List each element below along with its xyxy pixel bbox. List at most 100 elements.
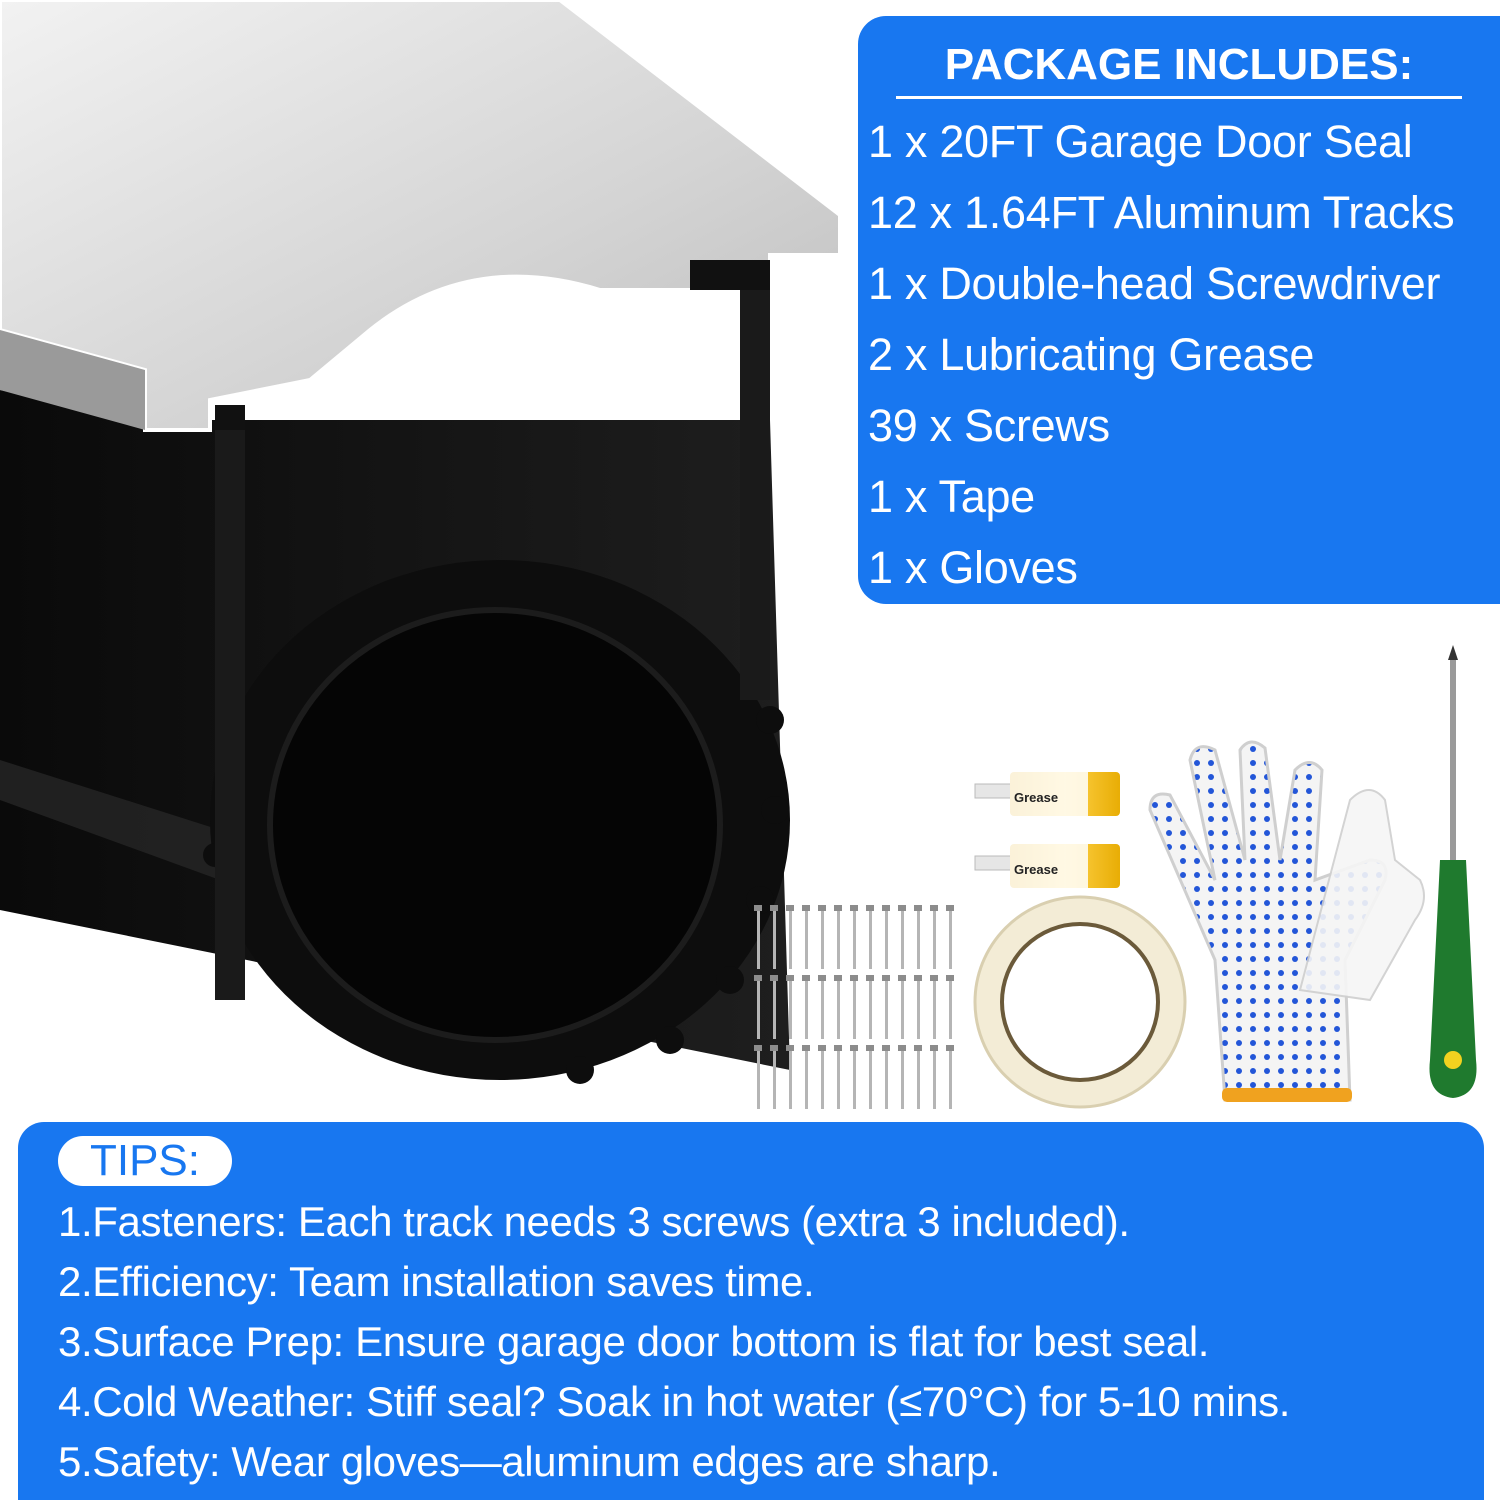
screw-head bbox=[914, 905, 922, 911]
grease-label-bottom: Grease bbox=[1014, 862, 1058, 877]
screw-shaft bbox=[789, 1051, 792, 1109]
gloves bbox=[1148, 740, 1425, 1102]
seal-rubber-body bbox=[0, 390, 790, 1084]
screw-shaft bbox=[853, 981, 856, 1039]
package-item: 1 x 20FT Garage Door Seal bbox=[868, 116, 1413, 167]
package-list: 1 x 20FT Garage Door Seal 12 x 1.64FT Al… bbox=[868, 106, 1455, 603]
screw-head bbox=[930, 1045, 938, 1051]
screw-shaft bbox=[869, 911, 872, 969]
screw-shaft bbox=[805, 911, 808, 969]
package-item: 12 x 1.64FT Aluminum Tracks bbox=[868, 187, 1455, 238]
screw-head bbox=[914, 975, 922, 981]
screw-head bbox=[946, 1045, 954, 1051]
screw-head bbox=[914, 1045, 922, 1051]
screw-head bbox=[770, 905, 778, 911]
screw-head bbox=[898, 975, 906, 981]
package-title: PACKAGE INCLUDES: bbox=[944, 40, 1414, 89]
screw-head bbox=[786, 1045, 794, 1051]
screw-shaft bbox=[917, 1051, 920, 1109]
grease-tube-bottom: Grease bbox=[974, 844, 1120, 888]
screw-shaft bbox=[869, 1051, 872, 1109]
screw-head bbox=[818, 975, 826, 981]
screw-head bbox=[850, 975, 858, 981]
aluminum-track bbox=[0, 0, 842, 1000]
screw-shaft bbox=[917, 981, 920, 1039]
package-item: 1 x Gloves bbox=[868, 542, 1078, 593]
screw-head bbox=[834, 975, 842, 981]
package-item: 1 x Double-head Screwdriver bbox=[868, 258, 1441, 309]
screw-head bbox=[866, 905, 874, 911]
screw-shaft bbox=[805, 981, 808, 1039]
screw-shaft bbox=[901, 1051, 904, 1109]
screw-head bbox=[898, 905, 906, 911]
tips-panel: TIPS: 1.Fasteners: Each track needs 3 sc… bbox=[18, 1122, 1484, 1500]
screw-shaft bbox=[853, 1051, 856, 1109]
screw-shaft bbox=[885, 911, 888, 969]
screw-head bbox=[754, 905, 762, 911]
screw-head bbox=[754, 975, 762, 981]
screw-head bbox=[802, 1045, 810, 1051]
screw-head bbox=[850, 1045, 858, 1051]
screw-head bbox=[834, 1045, 842, 1051]
screw-head bbox=[770, 1045, 778, 1051]
screw-shaft bbox=[837, 911, 840, 969]
package-includes-panel: PACKAGE INCLUDES: 1 x 20FT Garage Door S… bbox=[858, 16, 1500, 604]
tip-item: 3.Surface Prep: Ensure garage door botto… bbox=[58, 1318, 1210, 1365]
screw-head bbox=[882, 1045, 890, 1051]
screw-shaft bbox=[917, 911, 920, 969]
tips-list: 1.Fasteners: Each track needs 3 screws (… bbox=[58, 1192, 1290, 1492]
screw-head bbox=[882, 975, 890, 981]
tip-item: 2.Efficiency: Team installation saves ti… bbox=[58, 1258, 815, 1305]
screw-shaft bbox=[933, 911, 936, 969]
screw-head bbox=[834, 905, 842, 911]
screw-shaft bbox=[933, 981, 936, 1039]
screw-shaft bbox=[885, 1051, 888, 1109]
screw-shaft bbox=[757, 981, 760, 1039]
screw-shaft bbox=[949, 1051, 952, 1109]
title-underline bbox=[896, 96, 1462, 99]
screw-head bbox=[802, 975, 810, 981]
package-item: 2 x Lubricating Grease bbox=[868, 329, 1315, 380]
screw-head bbox=[802, 905, 810, 911]
screw-head bbox=[930, 905, 938, 911]
screw-shaft bbox=[901, 911, 904, 969]
screw-head bbox=[882, 905, 890, 911]
screw-shaft bbox=[837, 981, 840, 1039]
tip-item: 1.Fasteners: Each track needs 3 screws (… bbox=[58, 1198, 1130, 1245]
grease-tube-top: Grease bbox=[974, 772, 1120, 816]
screw-shaft bbox=[773, 911, 776, 969]
screw-head bbox=[850, 905, 858, 911]
screw-shaft bbox=[805, 1051, 808, 1109]
screw-shaft bbox=[757, 911, 760, 969]
screw-shaft bbox=[853, 911, 856, 969]
package-item: 1 x Tape bbox=[868, 471, 1035, 522]
screw-shaft bbox=[757, 1051, 760, 1109]
screw-head bbox=[818, 1045, 826, 1051]
screw-head bbox=[786, 975, 794, 981]
grease-label-top: Grease bbox=[1014, 790, 1058, 805]
screw-head bbox=[754, 1045, 762, 1051]
screw-shaft bbox=[773, 1051, 776, 1109]
screw-head bbox=[946, 975, 954, 981]
screw-head bbox=[866, 1045, 874, 1051]
screw-shaft bbox=[821, 981, 824, 1039]
screw-head bbox=[898, 1045, 906, 1051]
screw-shaft bbox=[821, 911, 824, 969]
screw-shaft bbox=[821, 1051, 824, 1109]
screw-head bbox=[786, 905, 794, 911]
screw-shaft bbox=[949, 981, 952, 1039]
screw-shaft bbox=[773, 981, 776, 1039]
tip-item: 5.Safety: Wear gloves—aluminum edges are… bbox=[58, 1438, 1001, 1485]
screw-head bbox=[946, 905, 954, 911]
screw-head bbox=[818, 905, 826, 911]
screw-head bbox=[930, 975, 938, 981]
screw-shaft bbox=[949, 911, 952, 969]
screw-shaft bbox=[837, 1051, 840, 1109]
screw-head bbox=[866, 975, 874, 981]
screw-shaft bbox=[869, 981, 872, 1039]
screwdriver bbox=[1429, 645, 1477, 1098]
tip-item: 4.Cold Weather: Stiff seal? Soak in hot … bbox=[58, 1378, 1291, 1425]
screw-shaft bbox=[933, 1051, 936, 1109]
tape-roll bbox=[973, 895, 1187, 1109]
